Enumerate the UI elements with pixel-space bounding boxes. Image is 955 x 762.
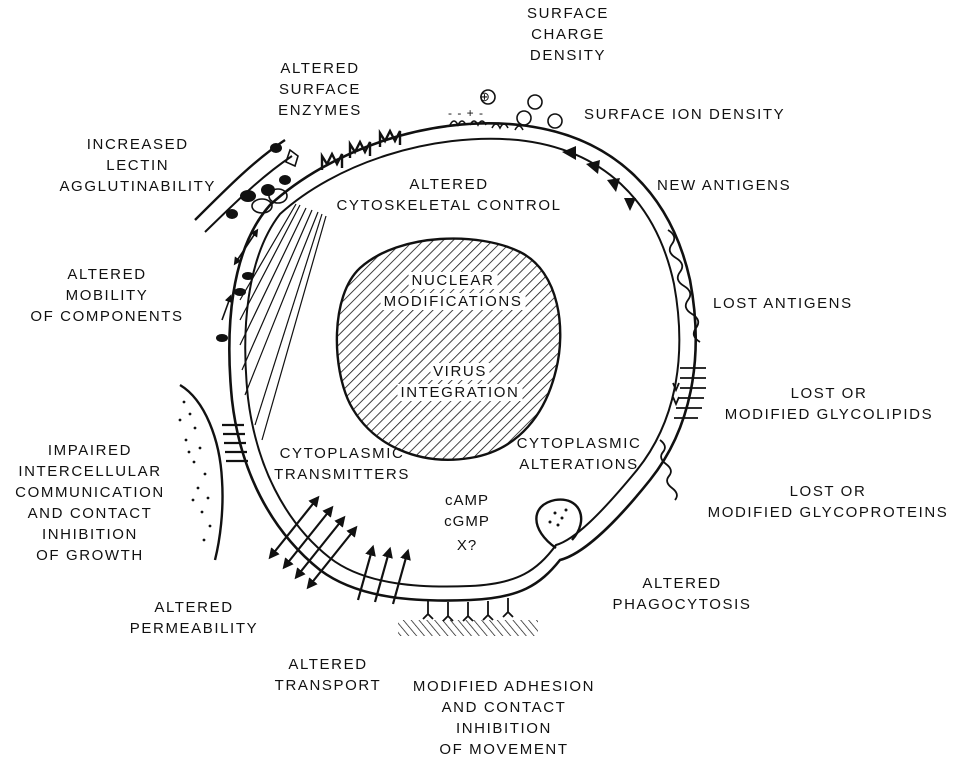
label-impaired-communication: IMPAIRED INTERCELLULAR COMMUNICATION AND… [15, 440, 165, 566]
new-antigens-triangles [562, 146, 636, 211]
adhesion-substrate [398, 620, 538, 636]
label-lost-glycoproteins: LOST OR MODIFIED GLYCOPROTEINS [708, 481, 949, 523]
label-cytoplasmic-alterations: CYTOPLASMIC ALTERATIONS [517, 433, 642, 475]
label-virus-integration: VIRUS INTEGRATION [398, 361, 523, 403]
label-surface-charge-density: SURFACE CHARGE DENSITY [527, 3, 609, 66]
label-altered-transport: ALTERED TRANSPORT [275, 654, 382, 696]
label-altered-mobility: ALTERED MOBILITY OF COMPONENTS [30, 264, 183, 327]
label-new-antigens: NEW ANTIGENS [657, 175, 791, 196]
label-nuclear-modifications: NUCLEAR MODIFICATIONS [381, 270, 526, 312]
adjacent-cell-stipple [179, 401, 212, 542]
label-lost-glycolipids: LOST OR MODIFIED GLYCOLIPIDS [725, 383, 933, 425]
label-altered-phagocytosis: ALTERED PHAGOCYTOSIS [613, 573, 752, 615]
phagosome-dots [549, 509, 568, 527]
label-second-messengers: cAMP cGMP X? [444, 490, 490, 556]
adjacent-cell-left [180, 385, 223, 560]
label-surface-ion-density: SURFACE ION DENSITY [584, 104, 785, 125]
label-altered-surface-enzymes: ALTERED SURFACE ENZYMES [278, 58, 362, 121]
label-altered-permeability: ALTERED PERMEABILITY [130, 597, 258, 639]
glycoproteins-wavy [660, 440, 677, 500]
label-altered-cytoskeletal-control: ALTERED CYTOSKELETAL CONTROL [336, 174, 561, 216]
label-lost-antigens: LOST ANTIGENS [713, 293, 853, 314]
cytoskeleton-filaments [240, 204, 326, 440]
label-increased-lectin: INCREASED LECTIN AGGLUTINABILITY [59, 134, 216, 197]
label-modified-adhesion: MODIFIED ADHESION AND CONTACT INHIBITION… [413, 676, 595, 760]
ion-signs: - - + - [448, 103, 484, 124]
label-cytoplasmic-transmitters: CYTOPLASMIC TRANSMITTERS [274, 443, 410, 485]
